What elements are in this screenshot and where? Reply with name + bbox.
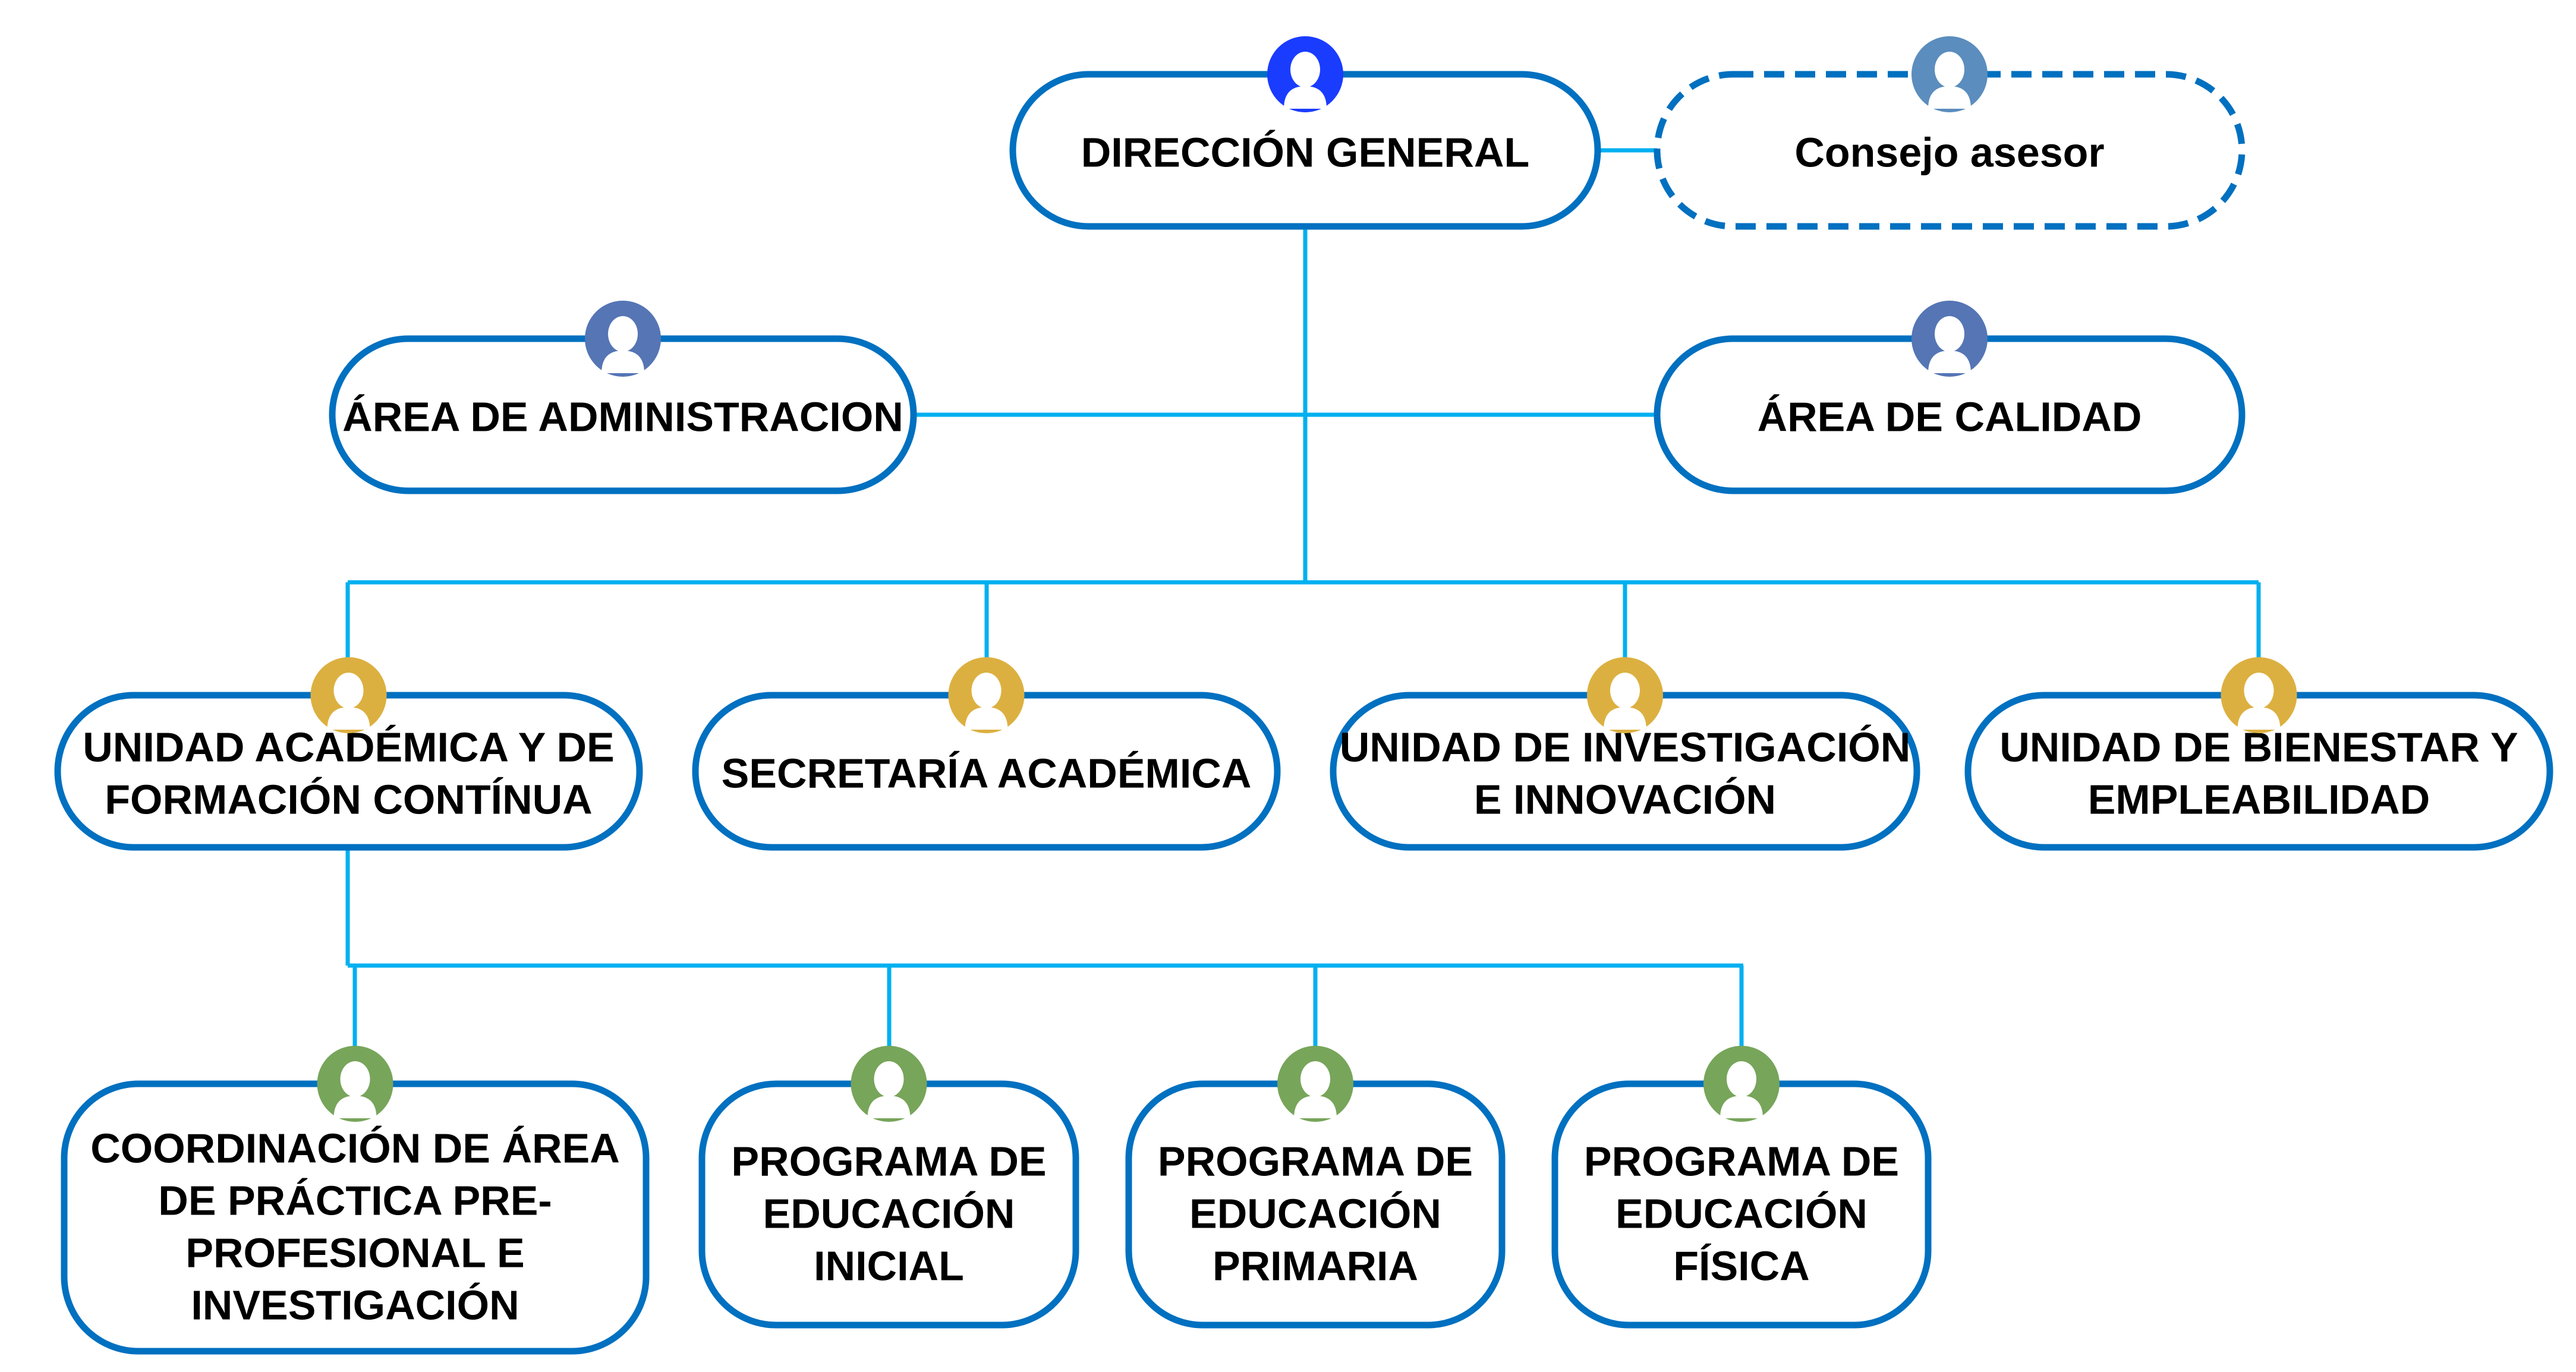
org-node-secretaria: SECRETARÍA ACADÉMICA [692, 657, 1281, 851]
person-icon [2221, 657, 2297, 733]
node-label: EDUCACIÓN [1189, 1190, 1441, 1237]
org-node-direccion: DIRECCIÓN GENERAL [1009, 36, 1601, 230]
node-label: INVESTIGACIÓN [191, 1282, 519, 1328]
node-label: EMPLEABILIDAD [2088, 776, 2430, 822]
node-label: FORMACIÓN CONTÍNUA [105, 776, 592, 822]
person-icon [1277, 1046, 1353, 1122]
org-node-administracion: ÁREA DE ADMINISTRACION [329, 301, 917, 494]
node-label: E INNOVACIÓN [1474, 776, 1776, 822]
node-label: DIRECCIÓN GENERAL [1081, 129, 1529, 175]
person-icon [310, 657, 387, 733]
org-node-inicial: PROGRAMA DE EDUCACIÓN INICIAL [698, 1046, 1079, 1329]
node-label: EDUCACIÓN [763, 1190, 1015, 1237]
person-icon [585, 301, 661, 377]
person-icon [948, 657, 1025, 733]
person-icon [1911, 36, 1988, 112]
person-icon [1267, 36, 1343, 112]
node-label: SECRETARÍA ACADÉMICA [722, 750, 1252, 796]
person-icon [1587, 657, 1663, 733]
org-node-calidad: ÁREA DE CALIDAD [1654, 301, 2246, 494]
person-icon [851, 1046, 927, 1122]
node-label: PROFESIONAL E [185, 1229, 524, 1276]
node-label: PROGRAMA DE [731, 1138, 1046, 1184]
node-label: EDUCACIÓN [1615, 1190, 1868, 1237]
node-label: FÍSICA [1673, 1242, 1809, 1289]
node-label: ÁREA DE ADMINISTRACION [342, 393, 903, 440]
node-label: PROGRAMA DE [1158, 1138, 1473, 1184]
org-node-consejo: Consejo asesor [1654, 36, 2246, 230]
node-label: PRIMARIA [1213, 1242, 1418, 1289]
connectors [345, 148, 2261, 1084]
node-label: PROGRAMA DE [1584, 1138, 1899, 1184]
person-icon [1911, 301, 1988, 377]
node-label: DE PRÁCTICA PRE- [158, 1177, 552, 1223]
person-icon [317, 1046, 393, 1122]
node-label: ÁREA DE CALIDAD [1758, 393, 2142, 440]
org-node-coordinacion: COORDINACIÓN DE ÁREA DE PRÁCTICA PRE- PROF… [61, 1046, 650, 1355]
node-label: INICIAL [814, 1242, 964, 1289]
person-icon [1703, 1046, 1780, 1122]
node-label: Consejo asesor [1794, 129, 2104, 175]
node-label: COORDINACIÓN DE ÁREA [90, 1125, 620, 1171]
org-node-fisica: PROGRAMA DE EDUCACIÓN FÍSICA [1551, 1046, 1932, 1329]
org-node-primaria: PROGRAMA DE EDUCACIÓN PRIMARIA [1125, 1046, 1506, 1329]
